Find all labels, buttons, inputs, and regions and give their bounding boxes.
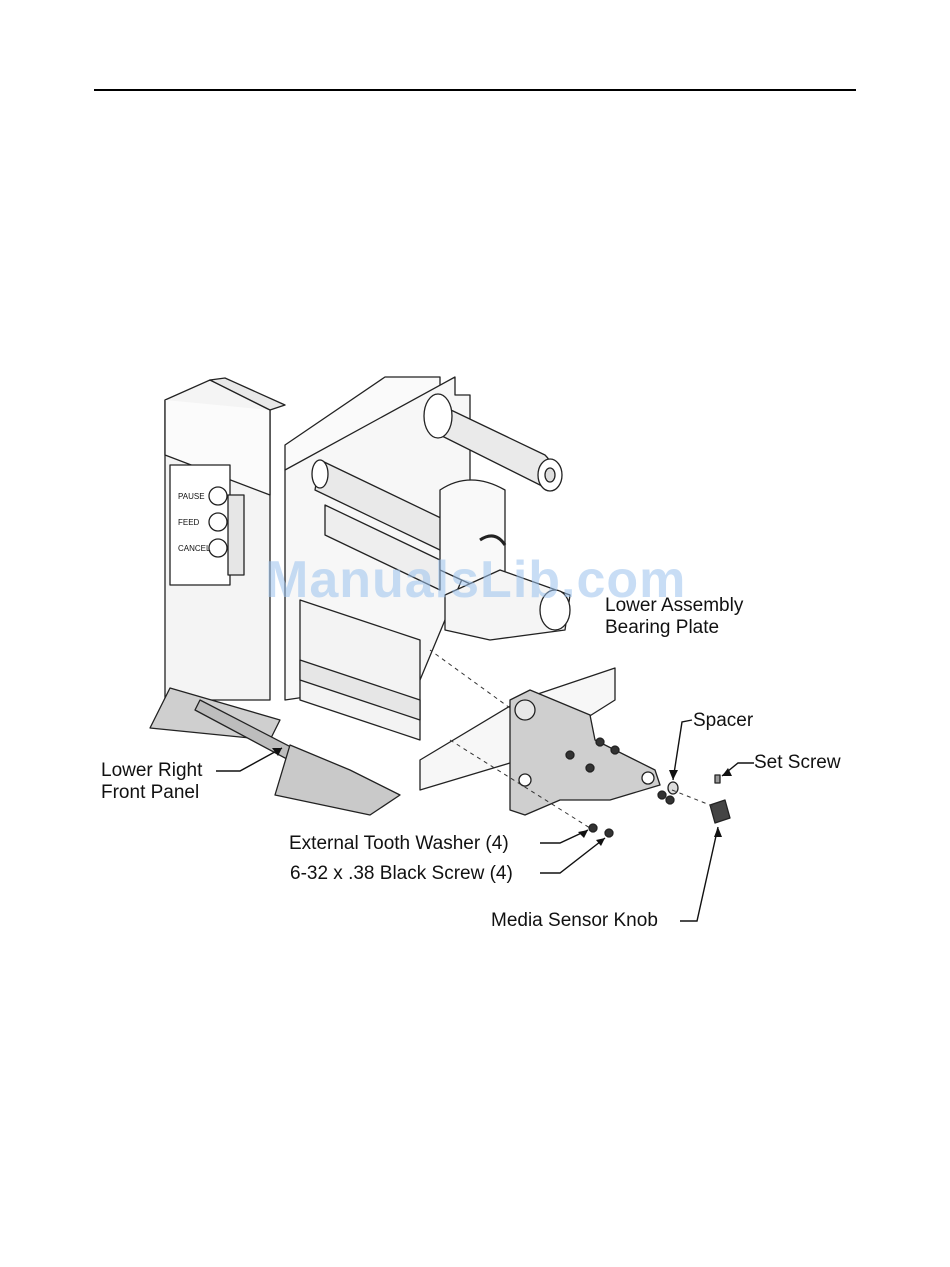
label-lower-assembly-line2: Bearing Plate: [605, 617, 719, 639]
label-lower-assembly-line1: Lower Assembly: [605, 595, 743, 617]
panel-button-label-feed: FEED: [178, 512, 199, 534]
label-lower-right-line2: Front Panel: [101, 782, 199, 804]
label-external-tooth-washer: External Tooth Washer (4): [289, 833, 509, 855]
leader-media-sensor-knob: [680, 827, 718, 921]
label-spacer: Spacer: [693, 710, 753, 732]
label-black-screw: 6-32 x .38 Black Screw (4): [290, 863, 513, 885]
media-sensor-knob-part: [710, 800, 730, 823]
set-screw-part: [715, 775, 720, 783]
panel-button-label-pause: PAUSE: [178, 486, 205, 508]
label-set-screw: Set Screw: [754, 752, 841, 774]
label-media-sensor-knob: Media Sensor Knob: [491, 910, 658, 932]
black-screw-part: [605, 829, 613, 837]
spacer-part: [668, 782, 678, 794]
label-lower-right-line1: Lower Right: [101, 760, 202, 782]
external-tooth-washer-part: [589, 824, 597, 832]
panel-button-label-cancel: CANCEL: [178, 538, 210, 560]
